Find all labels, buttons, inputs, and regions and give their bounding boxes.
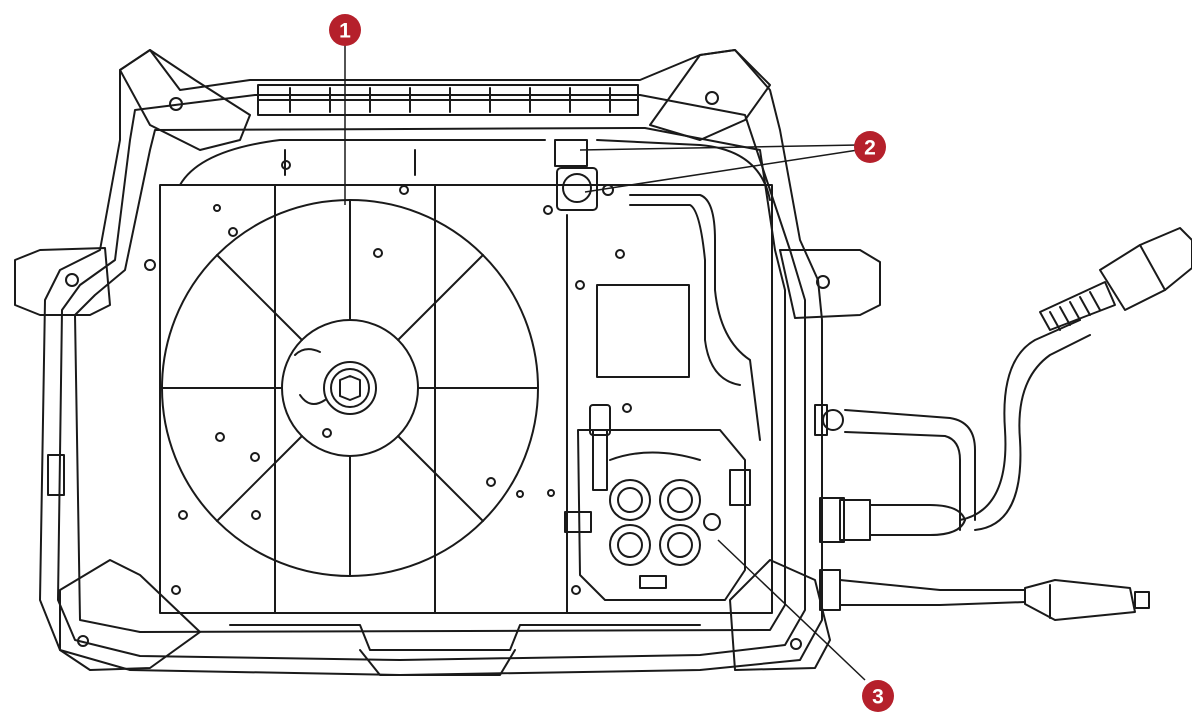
callout-badge-1: 1 <box>329 14 361 46</box>
wire-spool <box>161 199 539 577</box>
ground-cable <box>819 569 1150 621</box>
corner-bumper-bottom-right <box>729 559 831 671</box>
wire-feed-mechanism <box>564 404 751 601</box>
torch-cable <box>959 227 1192 531</box>
callout-badge-2: 2 <box>854 131 886 163</box>
housing <box>39 49 823 676</box>
callout-number: 3 <box>872 686 884 709</box>
side-connectors <box>814 404 976 543</box>
callout-line-2b <box>584 149 859 193</box>
corner-bumper-top-left <box>119 49 251 151</box>
callout-number: 2 <box>864 137 876 160</box>
base <box>229 624 701 676</box>
corner-bumper-bottom-left <box>59 559 201 671</box>
top-vent <box>257 84 639 116</box>
corner-bumper-mid-left <box>14 247 156 316</box>
callout-badge-3: 3 <box>862 680 894 712</box>
corner-bumper-top-right <box>649 49 771 141</box>
inner-panel <box>159 184 773 614</box>
internal-hoses <box>179 139 771 441</box>
side-latch <box>47 454 65 496</box>
callout-number: 1 <box>339 20 351 43</box>
callout-line-3 <box>717 539 866 681</box>
corner-bumper-mid-right <box>779 249 881 319</box>
callout-line-2a <box>579 144 859 151</box>
panel-screws <box>171 160 632 595</box>
gas-valve <box>543 139 631 215</box>
